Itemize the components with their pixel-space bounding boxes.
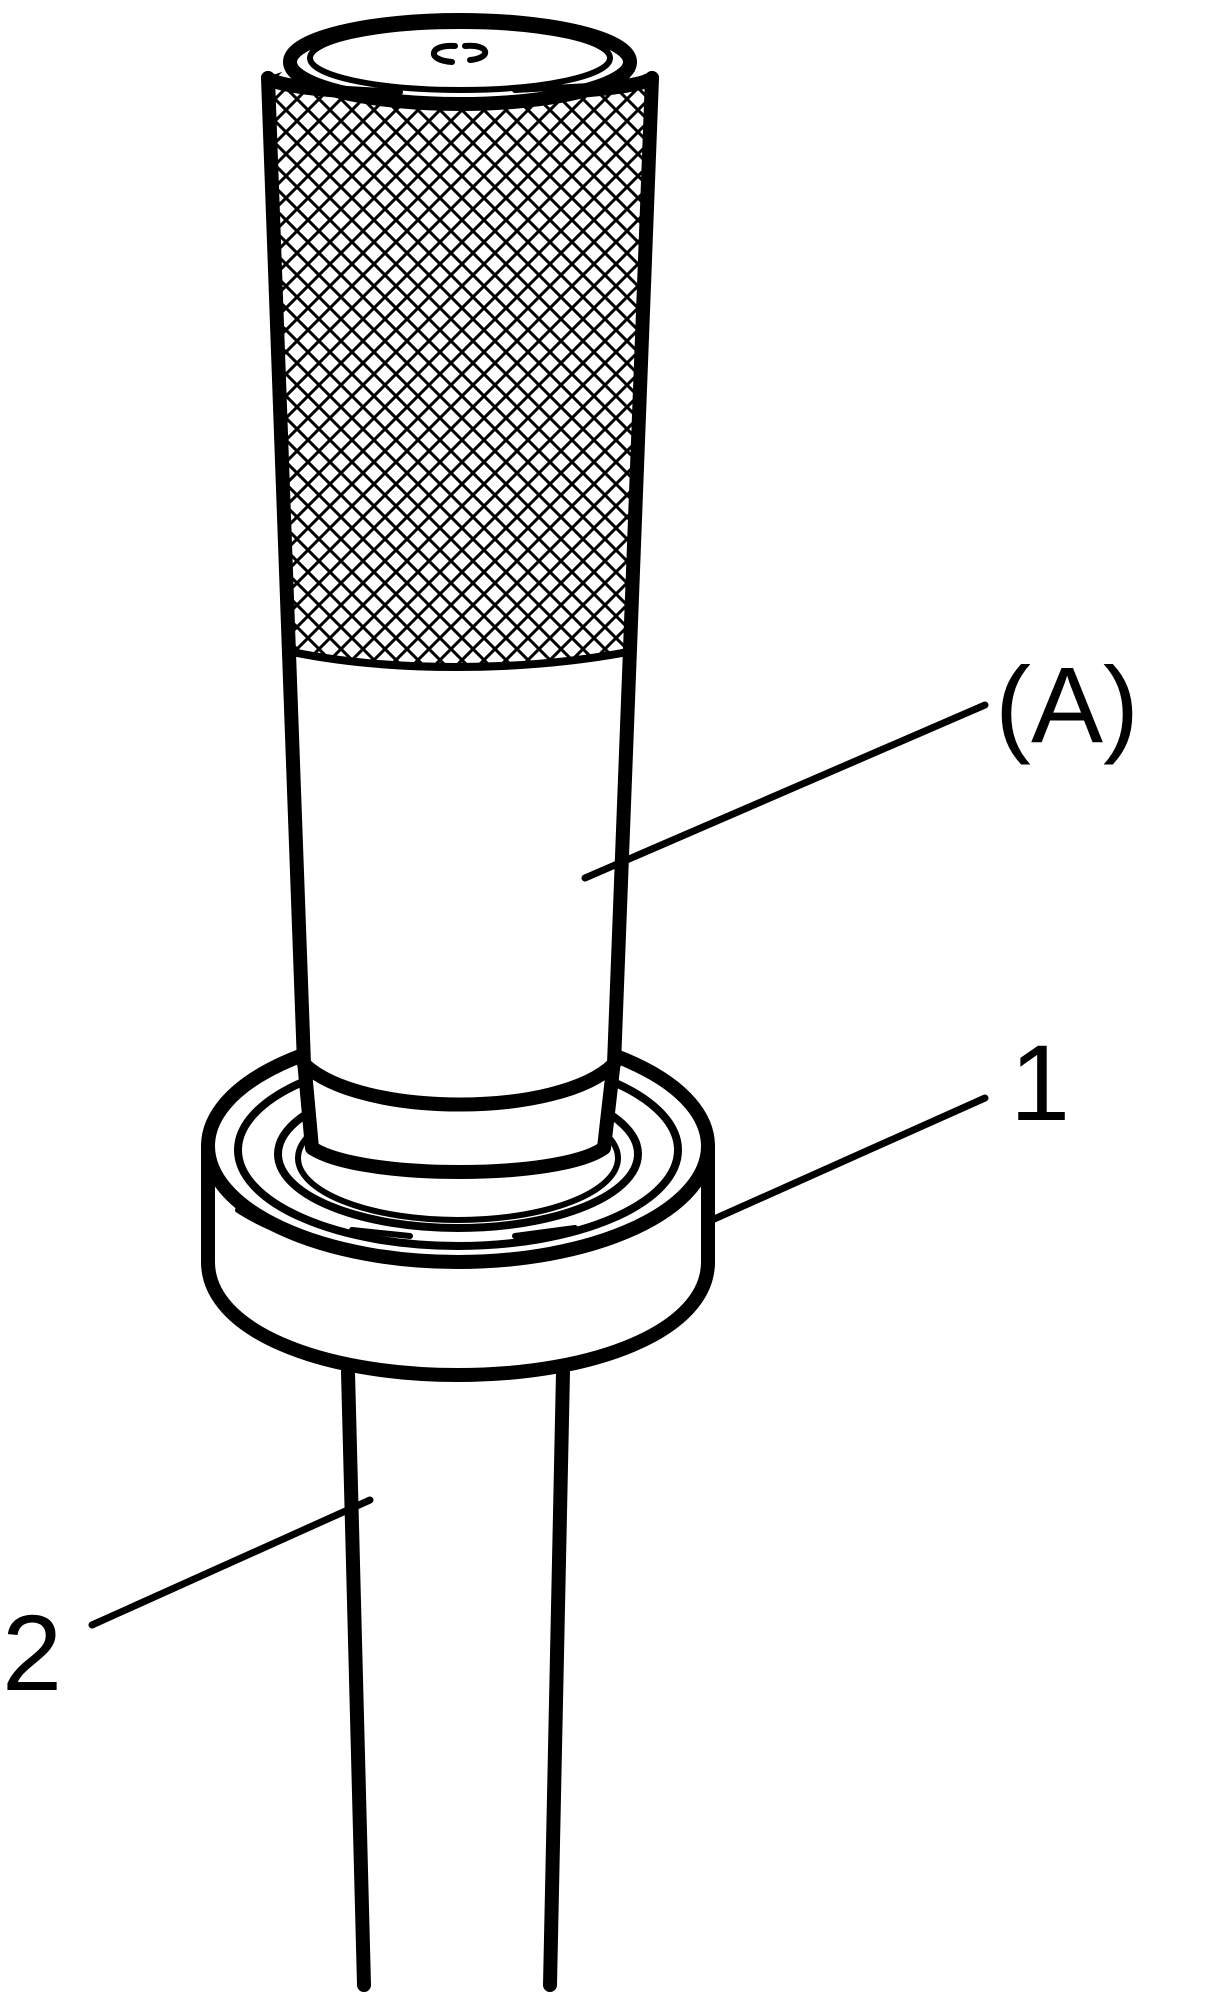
leader-line-a xyxy=(581,701,989,882)
callout-label-a: (A) xyxy=(995,644,1139,765)
installer-tool-a xyxy=(261,13,659,1179)
leader-line-2 xyxy=(88,1496,374,1629)
shaft-part-2 xyxy=(341,1365,570,1992)
callout-label-1: 1 xyxy=(1010,1022,1070,1143)
callout-label-2: 2 xyxy=(2,1592,62,1713)
leader-line-1 xyxy=(708,1094,989,1224)
